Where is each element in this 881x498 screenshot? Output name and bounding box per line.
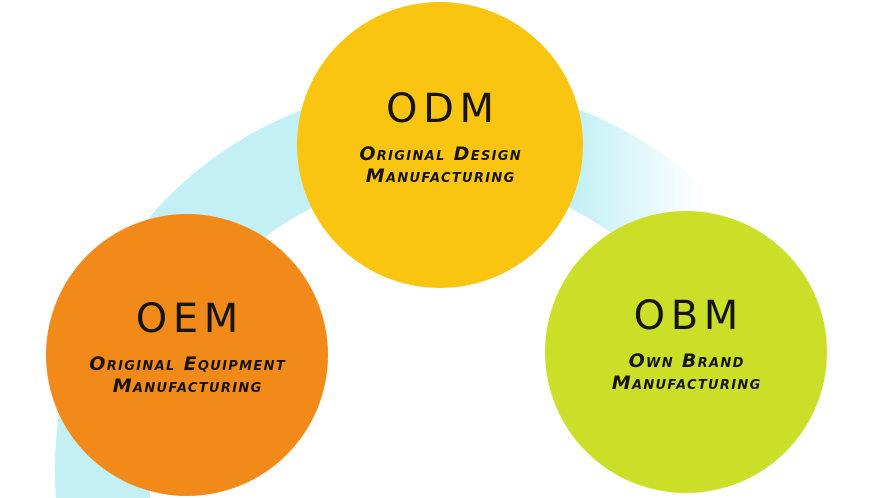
circle-obm-abbreviation: OBM <box>633 292 744 339</box>
circle-obm: OBM Own Brand Manufacturing <box>545 211 827 493</box>
circle-obm-subtitle-line1: Own Brand <box>628 349 745 372</box>
circle-obm-content: OBM Own Brand Manufacturing <box>612 296 761 394</box>
circle-oem: OEM Original Equipment Manufacturing <box>46 214 328 496</box>
circle-oem-content: OEM Original Equipment Manufacturing <box>89 299 284 397</box>
circle-odm: ODM Original Design Manufacturing <box>297 2 583 288</box>
circle-oem-subtitle-line1: Original Equipment <box>89 352 287 375</box>
circle-odm-subtitle-line1: Original Design <box>359 142 523 165</box>
circle-oem-subtitle: Original Equipment Manufacturing <box>89 353 286 397</box>
circle-odm-abbreviation: ODM <box>385 85 500 132</box>
circle-odm-subtitle-line2: Manufacturing <box>365 165 516 187</box>
circle-obm-subtitle: Own Brand Manufacturing <box>612 350 762 394</box>
circle-oem-subtitle-line2: Manufacturing <box>112 375 263 397</box>
circle-oem-abbreviation: OEM <box>135 295 244 342</box>
circle-obm-subtitle-line2: Manufacturing <box>611 372 762 394</box>
circle-odm-content: ODM Original Design Manufacturing <box>359 89 520 187</box>
circle-odm-subtitle: Original Design Manufacturing <box>359 143 522 187</box>
